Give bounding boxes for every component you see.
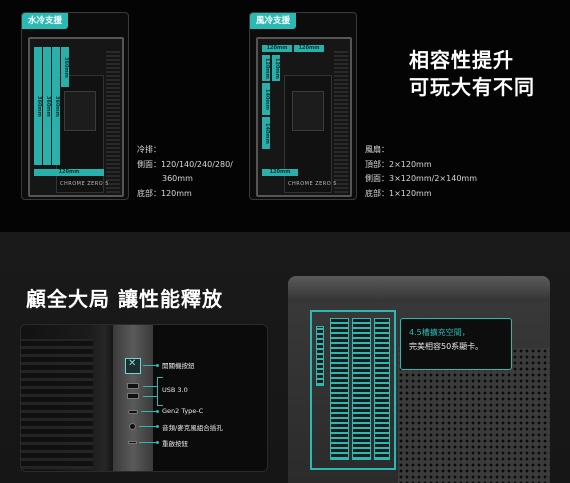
- power-button-label: 開關機按鈕: [162, 362, 195, 370]
- typec-label: Gen2 Type-C: [162, 407, 204, 415]
- callout-line: [157, 405, 163, 406]
- spec-heading: 冷排：: [137, 145, 161, 154]
- spec-line: 底部：1×120mm: [365, 188, 432, 198]
- callout-dot: [156, 441, 159, 444]
- expansion-slot: [352, 318, 371, 460]
- spec-line: 360mm: [162, 174, 193, 183]
- compatibility-headline: 相容性提升 可玩大有不同: [409, 47, 535, 101]
- radiator-bar: 360mm: [34, 47, 42, 165]
- callout-line: [143, 365, 157, 366]
- callout-dot: [156, 410, 159, 413]
- reset-button-icon: [128, 441, 137, 444]
- water-cooling-spec: 冷排： 側面：120/140/240/280/ 360mm 底部：120mm: [137, 143, 233, 201]
- radiator-bar: 360mm: [43, 47, 51, 165]
- fan-top-bar: 120mm: [294, 45, 324, 52]
- callout-line: [143, 386, 157, 387]
- fan-side-bar: 120mm: [262, 55, 270, 81]
- spec-line: 頂部：2×120mm: [365, 159, 432, 169]
- expansion-slots-photo: 4.5槽擴充空間， 完美相容50系顯卡。: [288, 276, 550, 483]
- fan-side-bar: 140mm: [262, 83, 270, 115]
- spec-line: 側面：120/140/240/280/: [137, 159, 233, 169]
- case-illustration: 120mm 120mm 120mm 140mm 140mm 120mm 120m…: [256, 37, 352, 197]
- case-brand: CHROME ZERO 5: [60, 181, 109, 187]
- usb-port-icon: [127, 393, 139, 399]
- air-cooling-card: 風冷支援 120mm 120mm 120mm 140mm 140mm 120mm…: [249, 12, 357, 200]
- callout-bracket: [157, 377, 158, 406]
- mesh-panel: [398, 348, 550, 483]
- audio-label: 音頻/麥克風組合插孔: [162, 424, 223, 432]
- section-title: 顧全大局 讓性能釋放: [26, 287, 223, 311]
- usb-label: USB 3.0: [162, 386, 188, 394]
- fan-side-bar: 120mm: [272, 55, 280, 81]
- headline-line: 可玩大有不同: [409, 75, 535, 99]
- fan-side-bar: 140mm: [262, 117, 270, 149]
- fan-top-bar: 120mm: [262, 45, 292, 52]
- reset-label: 重啟按鈕: [162, 440, 188, 448]
- expansion-callout: 4.5槽擴充空間， 完美相容50系顯卡。: [400, 318, 512, 370]
- expansion-slot: [316, 326, 324, 386]
- spec-line: 側面：3×120mm/2×140mm: [365, 174, 477, 183]
- motherboard-shape: [292, 91, 324, 131]
- water-cooling-tag: 水冷支援: [22, 13, 69, 29]
- air-cooling-tag: 風冷支援: [250, 13, 297, 29]
- case-brand: CHROME ZERO 5: [288, 181, 337, 187]
- callout-line: [157, 377, 163, 378]
- water-cooling-card: 水冷支援 360mm 360mm 360mm 360mm 120mm CHROM…: [21, 12, 129, 200]
- air-cooling-spec: 風扇： 頂部：2×120mm 側面：3×120mm/2×140mm 底部：1×1…: [365, 143, 477, 201]
- slots-highlight-frame: [310, 310, 396, 470]
- power-button-icon: [125, 358, 141, 374]
- callout-line: [143, 396, 157, 397]
- spec-heading: 風扇：: [365, 145, 389, 154]
- usb-port-icon: [127, 383, 139, 389]
- motherboard-shape: [64, 91, 96, 131]
- callout-line: [139, 442, 157, 443]
- audio-jack-icon: [129, 423, 136, 430]
- spec-line: 底部：120mm: [137, 188, 192, 198]
- front-grill: [21, 339, 93, 469]
- radiator-bar: 360mm: [52, 47, 60, 165]
- usb-c-port-icon: [128, 410, 138, 414]
- side-mesh: [106, 49, 120, 193]
- expansion-slot: [374, 318, 390, 460]
- io-panel-photo: 開關機按鈕 USB 3.0 Gen2 Type-C 音頻/麥克風組合插孔 重啟按…: [20, 324, 268, 472]
- callout-dot: [156, 425, 159, 428]
- expansion-line: 完美相容50系顯卡。: [409, 342, 484, 351]
- callout-line: [139, 426, 157, 427]
- expansion-line: 4.5槽擴充空間，: [409, 328, 470, 337]
- callout-dot: [156, 364, 159, 367]
- side-mesh: [334, 49, 348, 193]
- headline-line: 相容性提升: [409, 48, 514, 72]
- fan-bottom-bar: 120mm: [262, 169, 298, 176]
- callout-line: [141, 411, 157, 412]
- case-illustration: 360mm 360mm 360mm 360mm 120mm CHROME ZER…: [28, 37, 124, 197]
- radiator-bottom-bar: 120mm: [34, 169, 104, 176]
- expansion-slot: [330, 318, 349, 460]
- radiator-bar: 360mm: [61, 47, 69, 87]
- case-top-edge: [288, 276, 550, 302]
